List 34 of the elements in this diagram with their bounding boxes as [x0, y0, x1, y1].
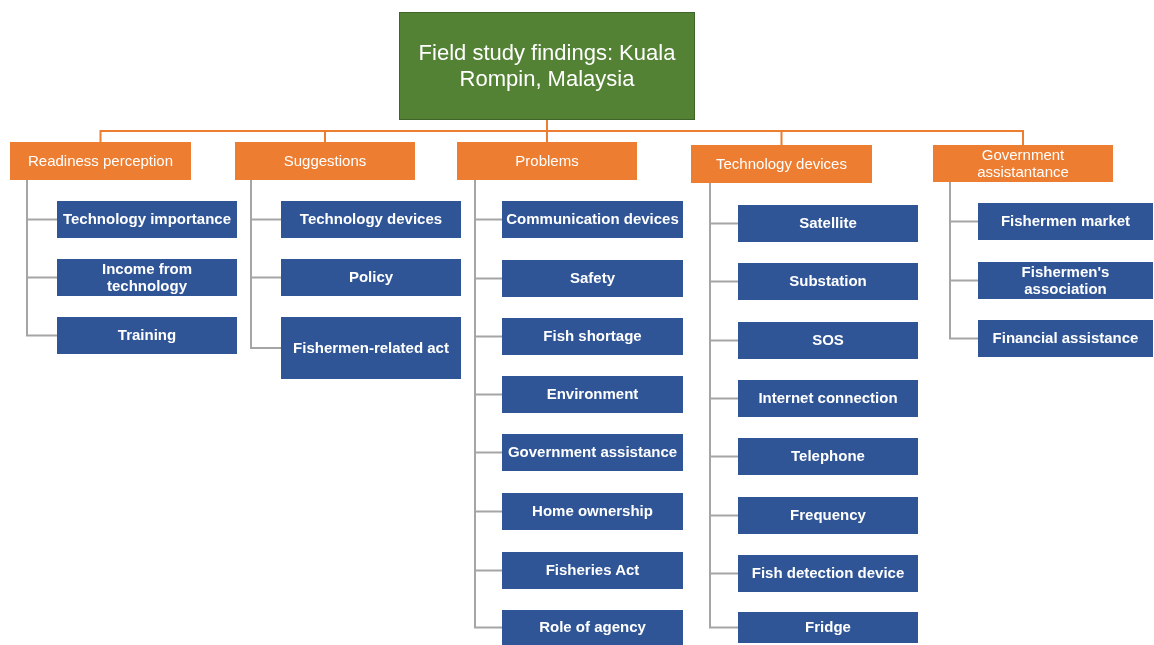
item-box: Fisheries Act: [502, 552, 683, 589]
category-box: Government assistantance: [933, 145, 1113, 182]
category-box: Problems: [457, 142, 637, 180]
category-box: Suggestions: [235, 142, 415, 180]
item-box: Safety: [502, 260, 683, 297]
item-box: Policy: [281, 259, 461, 296]
item-box: Telephone: [738, 438, 918, 475]
root-box: Field study findings: Kuala Rompin, Malaysia: [399, 12, 695, 120]
connector-line: [250, 179, 282, 349]
item-box: Fish detection device: [738, 555, 918, 592]
category-box: Technology devices: [691, 145, 872, 183]
item-box: Satellite: [738, 205, 918, 242]
item-box: Fishermen market: [978, 203, 1153, 240]
category-box: Readiness perception: [10, 142, 191, 180]
item-box: Technology importance: [57, 201, 237, 238]
item-box: Fish shortage: [502, 318, 683, 355]
item-box: Role of agency: [502, 610, 683, 645]
item-box: Training: [57, 317, 237, 354]
item-box: Frequency: [738, 497, 918, 534]
item-box: Financial assistance: [978, 320, 1153, 357]
item-box: Environment: [502, 376, 683, 413]
item-box: Government assistance: [502, 434, 683, 471]
item-box: Fridge: [738, 612, 918, 643]
connector-line: [949, 181, 979, 340]
item-box: Fishermen-related act: [281, 317, 461, 379]
item-box: Home ownership: [502, 493, 683, 530]
item-box: Technology devices: [281, 201, 461, 238]
item-box: Substation: [738, 263, 918, 300]
item-box: Fishermen's association: [978, 262, 1153, 299]
connector-line: [26, 179, 58, 337]
item-box: Internet connection: [738, 380, 918, 417]
item-box: SOS: [738, 322, 918, 359]
item-box: Income from technology: [57, 259, 237, 296]
item-box: Communication devices: [502, 201, 683, 238]
